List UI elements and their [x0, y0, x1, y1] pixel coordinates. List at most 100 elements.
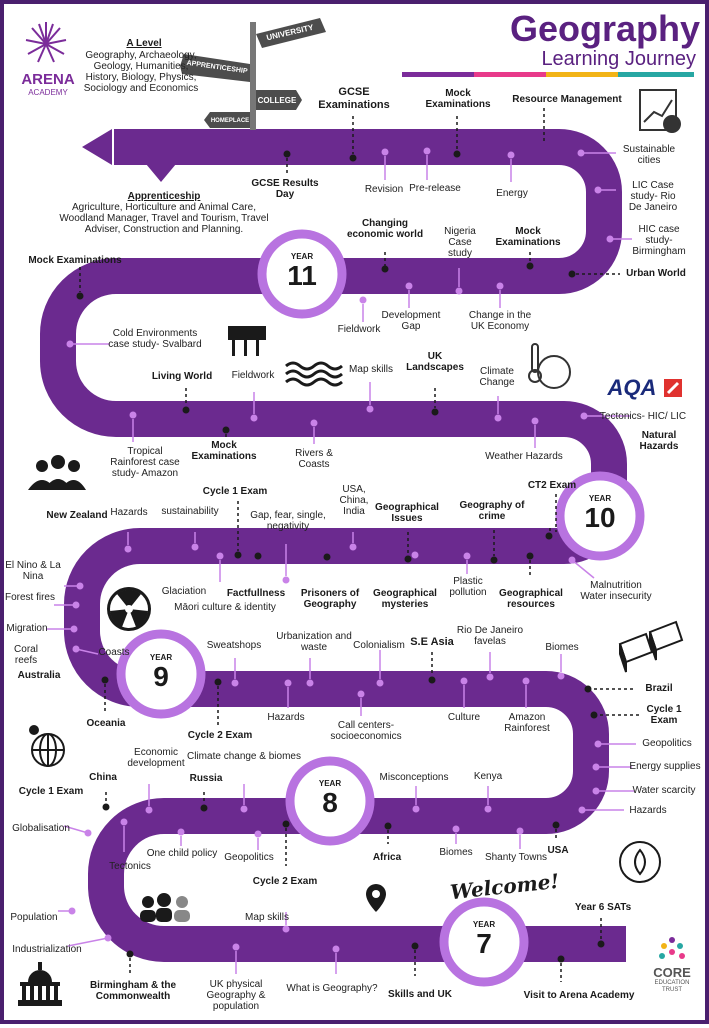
label-usa-china: USA, China, India: [339, 484, 369, 517]
label-energy-supplies: Energy supplies: [629, 761, 701, 772]
label-factfullness: Factfullness: [226, 588, 286, 599]
label-climate-biomes: Climate change & biomes: [187, 751, 301, 762]
year-rings: [116, 229, 645, 987]
label-uk-economy: Change in the UK Economy: [468, 310, 532, 332]
school-sub: ACADEMY: [28, 88, 68, 97]
people-icon: [140, 893, 190, 922]
label-new-zealand: New Zealand: [46, 510, 108, 521]
people-group-icon: [28, 455, 86, 490]
label-fieldwork-y11: Fieldwork: [337, 324, 381, 335]
label-hic-case: HIC case study- Birmingham: [632, 224, 686, 257]
radiation-icon: [107, 587, 151, 631]
label-visit-arena: Visit to Arena Academy: [523, 990, 635, 1001]
label-mock-exams-y11: Mock Examinations: [495, 226, 561, 248]
label-geo-mysteries: Geographical mysteries: [373, 588, 437, 610]
label-nigeria: Nigeria Case study: [444, 226, 476, 259]
label-colonialism: Colonialism: [353, 640, 405, 651]
label-prisoners: Prisoners of Geography: [300, 588, 360, 610]
label-uk-landscapes: UK Landscapes: [406, 351, 464, 373]
label-brazil: Brazil: [645, 683, 673, 694]
label-living-world: Living World: [151, 371, 213, 382]
year-9-word: YEAR: [149, 653, 173, 662]
label-industrialization: Industrialization: [12, 944, 82, 955]
label-water-scarcity: Water scarcity: [632, 785, 696, 796]
year-7-word: YEAR: [472, 920, 496, 929]
label-usa: USA: [547, 845, 569, 856]
label-climate-change: Climate Change: [479, 366, 515, 388]
sign-homeplace: HOMEPLACE: [210, 118, 250, 124]
waves-icon: [285, 361, 343, 387]
label-hazards-y9: Hazards: [110, 507, 148, 518]
capitol-building-icon: [18, 962, 62, 1006]
label-cycle1-left: Cycle 1 Exam: [18, 786, 84, 797]
aqa-logo: AQA: [607, 375, 657, 400]
label-fieldwork-lw: Fieldwork: [231, 370, 275, 381]
label-tectonics-hic: Tectonics- HIC/ LIC: [599, 411, 687, 422]
label-weather-hazards: Weather Hazards: [485, 451, 563, 462]
label-el-nino: El Nino & La Nina: [5, 560, 61, 582]
label-natural-hazards: Natural Hazards: [639, 430, 679, 452]
core-logo-sub: EDUCATION TRUST: [654, 980, 690, 993]
year-9-number: 9: [153, 661, 169, 692]
label-ct2-exam: CT2 Exam: [527, 480, 577, 491]
label-tropical: Tropical Rainforest case study- Amazon: [110, 446, 180, 479]
label-map-skills-y11: Map skills: [349, 364, 393, 375]
label-tectonics: Tectonics: [109, 861, 151, 872]
label-revision: Revision: [364, 184, 404, 195]
label-malnutrition: Malnutrition Water insecurity: [580, 580, 652, 602]
label-skills-uk: Skills and UK: [388, 989, 452, 1000]
label-coasts: Coasts: [98, 647, 130, 658]
label-call-centers: Call centers- socioeconomics: [330, 720, 402, 742]
label-hazards-y8: Hazards: [267, 712, 305, 723]
label-plastic: Plastic pollution: [449, 576, 487, 598]
label-shanty: Shanty Towns: [484, 852, 548, 863]
label-sustainable-cities: Sustainable cities: [622, 144, 676, 166]
a-level-text: Geography, Archaeology, Geology, Humanit…: [83, 50, 199, 94]
label-birmingham: Birmingham & the Commonwealth: [89, 980, 177, 1002]
label-urbanization: Urbanization and waste: [276, 631, 352, 653]
label-geo-crime: Geography of crime: [459, 500, 525, 522]
leaf-recycle-icon: [619, 841, 661, 883]
label-misconceptions: Misconceptions: [379, 772, 449, 783]
page-title: Geography: [509, 8, 700, 49]
label-one-child: One child policy: [146, 848, 218, 859]
label-urban-world: Urban World: [626, 268, 686, 279]
label-biomes-y8: Biomes: [545, 642, 579, 653]
year-8-number: 8: [322, 787, 338, 818]
journey-road: [18, 18, 694, 1006]
label-energy: Energy: [496, 188, 528, 199]
label-africa: Africa: [372, 852, 402, 863]
label-globalisation: Globalisation: [12, 823, 70, 834]
label-uk-physical: UK physical Geography & population: [206, 979, 266, 1012]
label-rio-favelas: Rio De Janeiro favelas: [456, 625, 524, 647]
forest-icon: [228, 326, 266, 356]
label-population: Population: [10, 912, 58, 923]
label-sustainability: sustainability: [161, 506, 219, 517]
year-10-number: 10: [584, 502, 616, 533]
label-mock-exams-left: Mock Examinations: [28, 255, 122, 266]
signpost-icon: [180, 18, 326, 130]
label-kenya: Kenya: [473, 771, 503, 782]
year-7-number: 7: [476, 928, 492, 959]
label-hazards-r: Hazards: [629, 805, 667, 816]
label-maori: Māori culture & identity: [174, 602, 276, 613]
resource-management-icon: [639, 89, 681, 133]
label-what-is-geo: What is Geography?: [286, 983, 378, 994]
label-changing-world: Changing economic world: [346, 218, 424, 240]
label-map-skills-y7: Map skills: [245, 912, 289, 923]
year-10-word: YEAR: [588, 494, 612, 503]
label-geopolitics-m: Geopolitics: [224, 852, 274, 863]
a-level-title: A Level: [126, 38, 162, 49]
label-geo-issues: Geographical Issues: [375, 502, 439, 524]
label-culture: Culture: [447, 712, 481, 723]
label-migration: Migration: [6, 623, 48, 634]
label-geopolitics-r: Geopolitics: [642, 738, 692, 749]
label-mock-exams-mid: Mock Examinations: [191, 440, 257, 462]
sign-college: COLLEGE: [257, 96, 297, 105]
label-cycle1-y9: Cycle 1 Exam: [202, 486, 268, 497]
year-11-word: YEAR: [290, 252, 314, 261]
label-biomes-m: Biomes: [439, 847, 473, 858]
label-gap-fear: Gap, fear, single, negativity: [250, 510, 326, 532]
school-name: ARENA: [21, 71, 75, 88]
